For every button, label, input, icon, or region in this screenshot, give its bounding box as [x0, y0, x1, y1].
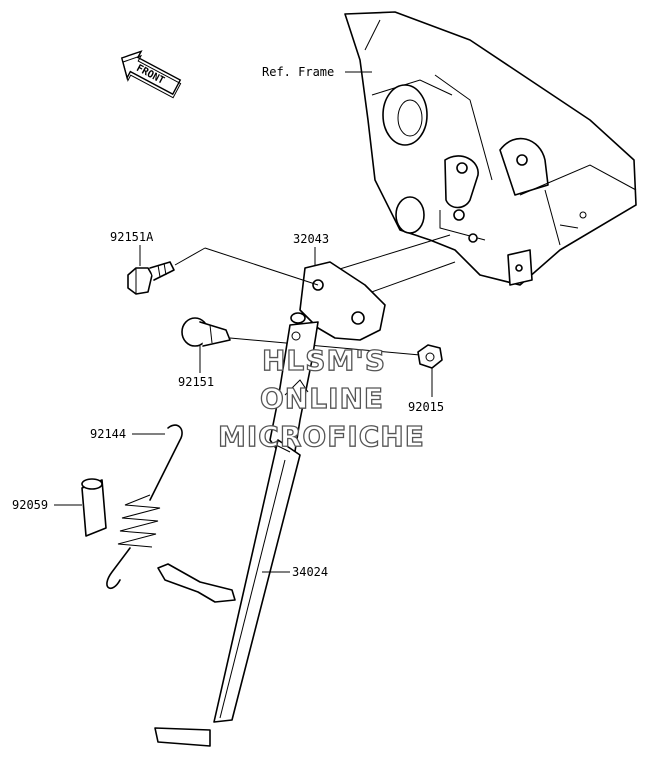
- watermark: HLSM'S ONLINE MICROFICHE: [217, 343, 425, 453]
- watermark-line-2: ONLINE: [260, 382, 384, 415]
- label-92144: 92144: [90, 427, 126, 441]
- sleeve-92059: [81, 478, 107, 537]
- watermark-line-3: MICROFICHE: [218, 420, 425, 453]
- label-92015: 92015: [408, 400, 444, 414]
- label-92059: 92059: [12, 498, 48, 512]
- frame-ref: [344, 11, 637, 286]
- bolt-92151A: [127, 261, 175, 295]
- spring-92144: [106, 424, 183, 590]
- side-stand-34024: [154, 321, 319, 747]
- label-92151: 92151: [178, 375, 214, 389]
- label-34024: 34024: [292, 565, 328, 579]
- nut-92015: [417, 344, 443, 369]
- ref-frame-label: Ref. Frame: [262, 65, 334, 79]
- label-92151A: 92151A: [110, 230, 154, 244]
- label-32043: 32043: [293, 232, 329, 246]
- bracket-32043: [290, 261, 386, 341]
- front-arrow-icon: FRONT: [120, 50, 182, 99]
- watermark-line-1: HLSM'S: [262, 344, 386, 377]
- pin-92151: [181, 317, 231, 347]
